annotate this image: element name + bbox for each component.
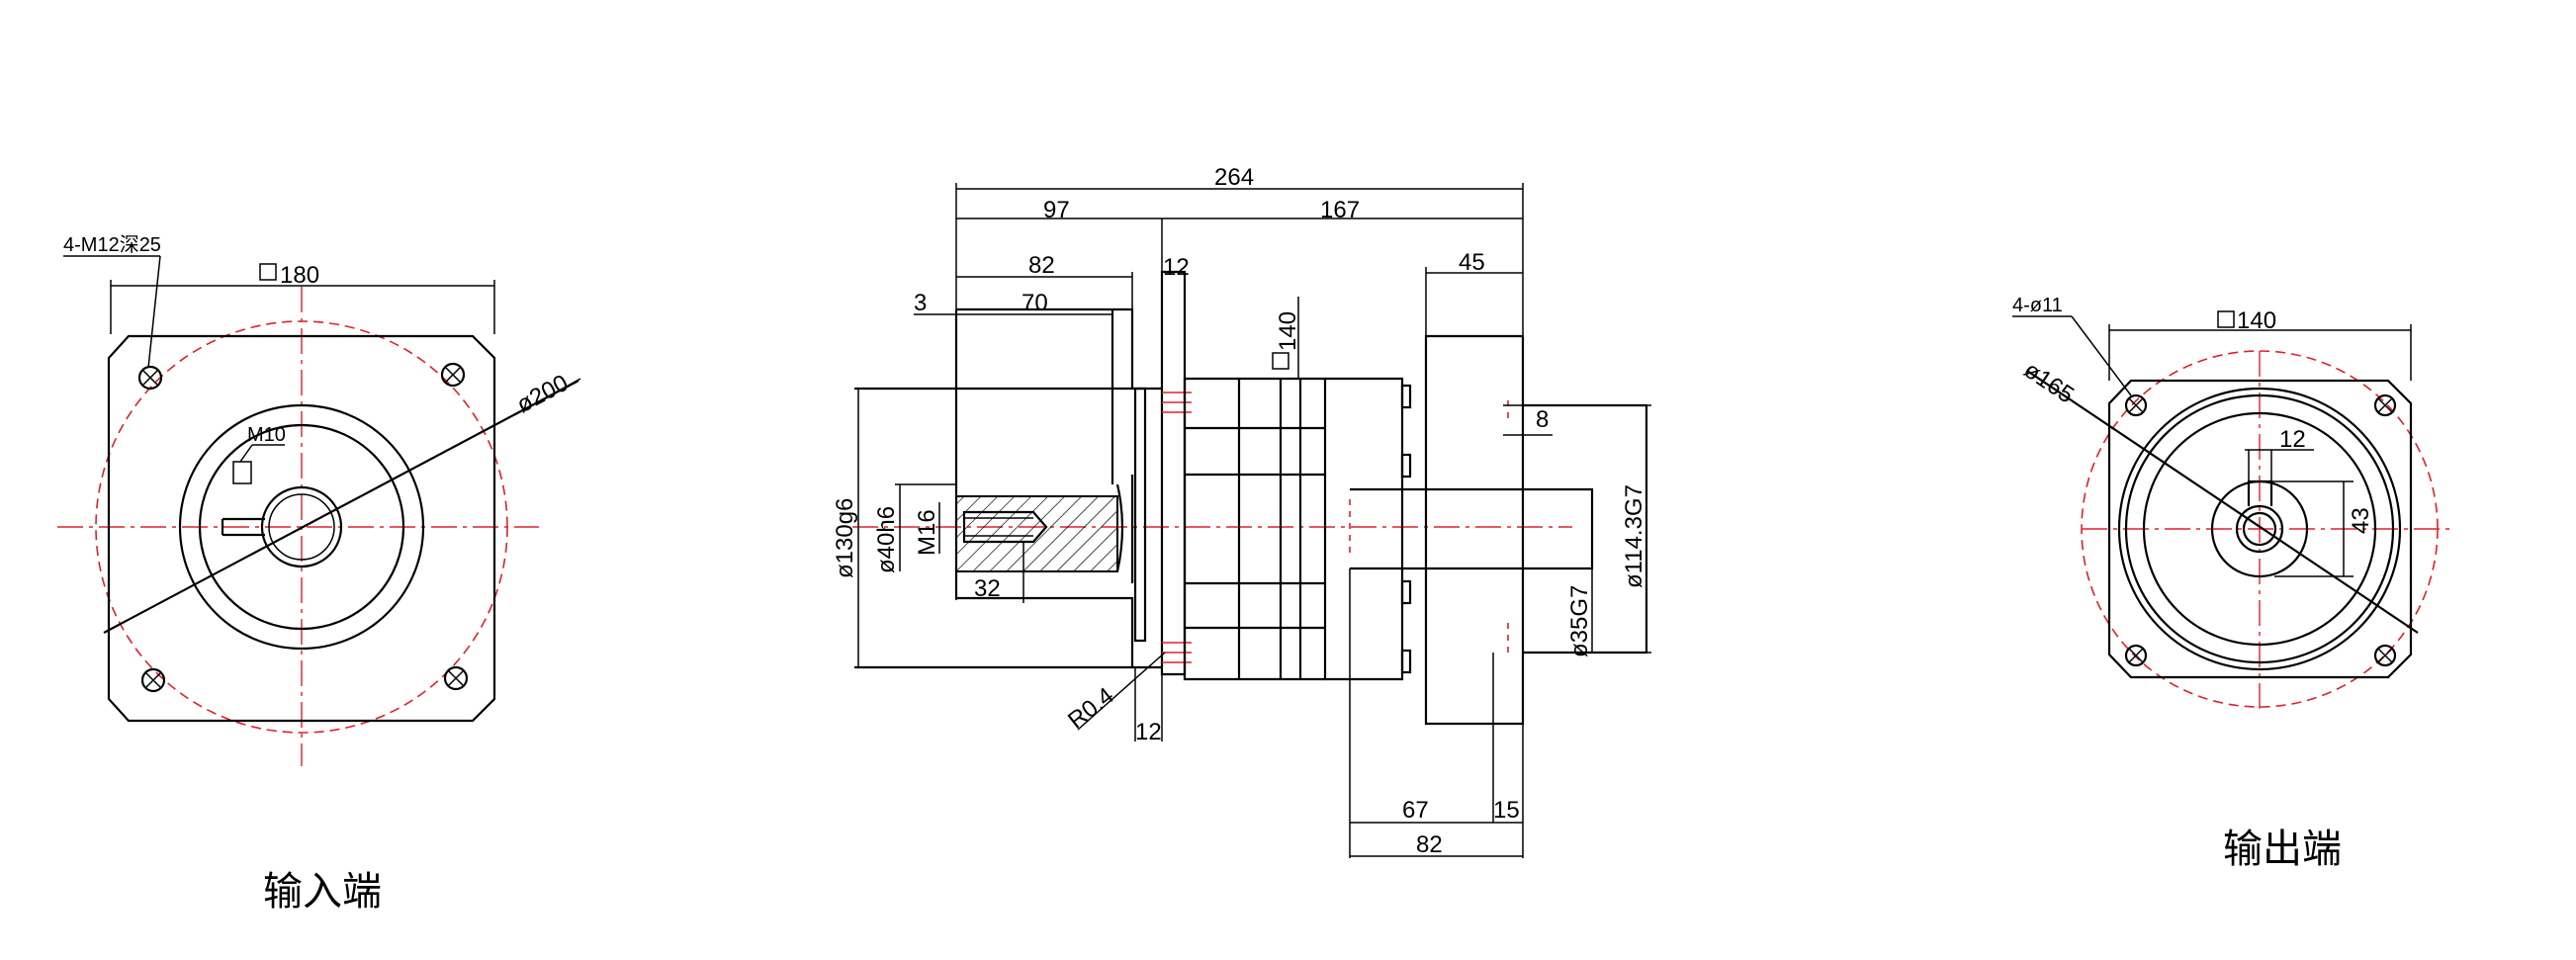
output-square-label: 140 xyxy=(2237,307,2276,334)
output-holes-leader xyxy=(2071,315,2132,396)
input-shaft-bore xyxy=(260,485,343,568)
input-outer-bore xyxy=(178,403,425,651)
seal-marks xyxy=(1162,392,1192,663)
output-depth-label: 43 xyxy=(2348,507,2374,534)
output-keyway xyxy=(2247,480,2273,506)
dim-97: 97 xyxy=(1043,197,1070,223)
dim-m16: M16 xyxy=(914,509,940,556)
dim-3: 3 xyxy=(914,290,927,316)
dim-82-top: 82 xyxy=(1028,252,1055,279)
input-end-view: ø200 180 4-M12深25 M10 输入端 xyxy=(57,233,581,915)
output-end-caption: 输出端 xyxy=(2223,827,2342,872)
shaft-neck xyxy=(1115,475,1134,583)
output-shaft-core xyxy=(2242,511,2277,547)
input-end-caption: 输入端 xyxy=(263,869,382,915)
input-holes-leader xyxy=(147,255,161,369)
output-square-symbol xyxy=(2217,310,2235,328)
output-shaft-ring xyxy=(2235,504,2284,554)
input-square-symbol xyxy=(259,263,277,281)
input-square-label: 180 xyxy=(280,262,319,289)
dim-70: 70 xyxy=(1022,290,1048,316)
input-pcd-label: ø200 xyxy=(512,370,573,419)
side-section-view: 264 97 167 82 12 3 70 45 140 8 ø130g6 ø4… xyxy=(832,164,1651,858)
input-key-box xyxy=(232,461,252,484)
dim-167: 167 xyxy=(1320,197,1360,223)
input-bolt-holes xyxy=(137,362,469,693)
shaft-hatched-section xyxy=(955,495,1118,572)
dim-45: 45 xyxy=(1459,249,1485,276)
dim-8: 8 xyxy=(1536,406,1549,433)
dim-d130: ø130g6 xyxy=(832,498,858,578)
input-flange-body xyxy=(954,307,1134,667)
sq140-symbol xyxy=(1272,352,1289,370)
r04-leader xyxy=(1077,652,1166,731)
gearbox-ribs xyxy=(1237,379,1302,679)
output-key-label: 12 xyxy=(2279,426,2306,453)
dim-d114: ø114.3G7 xyxy=(1621,484,1647,588)
output-ring-2 xyxy=(2124,393,2395,664)
internal-thread xyxy=(962,510,1048,544)
input-mid-bore xyxy=(198,423,405,631)
dim-32: 32 xyxy=(974,575,1001,602)
housing-bolts xyxy=(1400,384,1412,674)
dim-67: 67 xyxy=(1402,797,1429,824)
output-flange-square xyxy=(2107,379,2413,679)
output-pcd-label: ø165 xyxy=(2019,357,2079,409)
dim-d35: ø35G7 xyxy=(1566,585,1593,657)
dim-total-264: 264 xyxy=(1214,164,1254,191)
input-pcd-leader xyxy=(103,380,579,634)
output-outer-ring xyxy=(2117,387,2402,671)
output-flange xyxy=(1424,334,1525,726)
input-key-label: M10 xyxy=(247,424,286,446)
output-end-view: 12 43 ø165 140 4-ø11 输出端 xyxy=(2012,295,2452,872)
dim-15: 15 xyxy=(1493,797,1520,824)
adapter-plate xyxy=(1133,270,1187,676)
output-shaft xyxy=(1350,403,1648,655)
input-shaft-inner xyxy=(268,493,335,561)
output-housing xyxy=(1325,377,1404,681)
input-holes-label: 4-M12深25 xyxy=(63,233,161,256)
dim-12-bottom: 12 xyxy=(1135,719,1162,745)
input-pcd-circle xyxy=(95,320,508,734)
output-bolt-holes xyxy=(2124,393,2397,667)
output-holes-label: 4-ø11 xyxy=(2012,295,2063,316)
dim-82-bottom: 82 xyxy=(1416,831,1443,858)
output-pcd-circle xyxy=(2081,350,2439,708)
input-keyway xyxy=(221,517,265,537)
output-shaft-dashes xyxy=(1349,400,1509,653)
output-pcd-leader xyxy=(2026,370,2419,634)
output-ring-3 xyxy=(2142,411,2377,647)
gearbox-body xyxy=(1183,377,1327,681)
dim-12-top: 12 xyxy=(1163,254,1190,281)
dim-d40: ø40h6 xyxy=(873,506,900,573)
dim-r04: R0.4 xyxy=(1063,682,1119,734)
dim-sq140: 140 xyxy=(1275,311,1301,351)
input-flange-square xyxy=(107,334,496,723)
